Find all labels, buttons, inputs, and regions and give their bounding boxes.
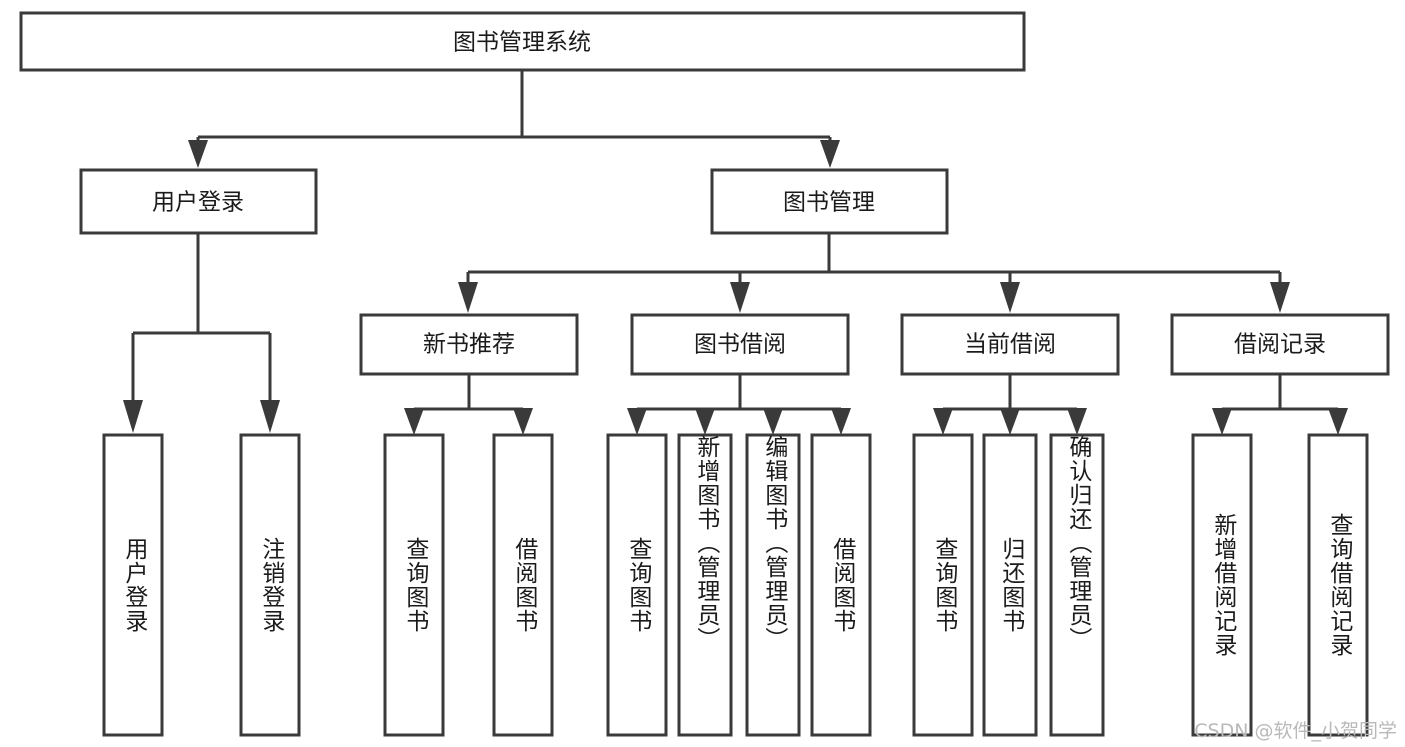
arrow-to-leaf-book-borrow-2 [695, 408, 715, 435]
leaf-box-current-borrow-1[interactable] [912, 433, 974, 737]
leaf-box-borrow-record-2[interactable] [1307, 433, 1369, 737]
leaf-box-new-book-1[interactable] [383, 433, 445, 737]
root-label: 图书管理系统 [453, 30, 591, 56]
arrow-to-leaf-book-borrow-1 [627, 408, 647, 435]
new-book-recommend-label: 新书推荐 [423, 332, 515, 358]
arrow-to-leaf-book-borrow-4 [831, 408, 851, 435]
arrow-to-leaf-borrow-record-1 [1212, 408, 1232, 435]
arrow-to-user-login [188, 140, 208, 168]
leaf-box-book-borrow-3[interactable] [745, 433, 801, 737]
node-borrow-record[interactable]: 借阅记录 [1170, 313, 1390, 376]
leaf-box-current-borrow-2[interactable] [982, 433, 1038, 737]
arrow-to-book-borrow [730, 282, 750, 313]
node-new-book-recommend[interactable]: 新书推荐 [359, 313, 579, 376]
arrow-to-leaf-book-borrow-3 [763, 408, 783, 435]
arrow-to-borrow-record [1270, 282, 1290, 313]
leaf-box-borrow-record-1[interactable] [1191, 433, 1253, 737]
leaf-box-book-borrow-4[interactable] [810, 433, 872, 737]
current-borrow-label: 当前借阅 [964, 332, 1056, 358]
user-login-label: 用户登录 [152, 190, 244, 216]
arrow-to-leaf-user-login-2 [260, 400, 280, 433]
current-borrow-box[interactable] [900, 313, 1120, 376]
node-root[interactable]: 图书管理系统 [19, 11, 1026, 72]
leaf-box-book-borrow-1[interactable] [606, 433, 668, 737]
leaf-box-current-borrow-3[interactable] [1049, 433, 1105, 737]
arrow-to-leaf-current-borrow-1 [933, 408, 953, 435]
arrow-to-leaf-new-book-1 [404, 408, 424, 435]
arrow-to-leaf-user-login-1 [123, 400, 143, 433]
arrow-to-leaf-new-book-2 [513, 408, 533, 435]
new-book-recommend-box[interactable] [359, 313, 579, 376]
book-borrow-label: 图书借阅 [694, 332, 786, 358]
arrow-to-leaf-current-borrow-3 [1067, 408, 1087, 435]
arrow-to-new-book-recommend [458, 282, 478, 313]
arrow-to-leaf-current-borrow-2 [1000, 408, 1020, 435]
node-book-borrow[interactable]: 图书借阅 [630, 313, 850, 376]
node-current-borrow[interactable]: 当前借阅 [900, 313, 1120, 376]
leaf-box-user-login-2[interactable] [239, 433, 301, 737]
leaf-box-book-borrow-2[interactable] [677, 433, 733, 737]
arrow-to-leaf-borrow-record-2 [1328, 408, 1348, 435]
arrow-to-book-mgmt [820, 140, 840, 168]
arrow-to-current-borrow [1000, 282, 1020, 313]
borrow-record-box[interactable] [1170, 313, 1390, 376]
borrow-record-label: 借阅记录 [1234, 332, 1326, 358]
leaf-box-user-login-1[interactable] [102, 433, 164, 737]
node-book-management[interactable]: 图书管理 [710, 168, 949, 235]
book-management-label: 图书管理 [783, 190, 875, 216]
node-user-login[interactable]: 用户登录 [79, 168, 318, 235]
book-borrow-box[interactable] [630, 313, 850, 376]
root-box[interactable] [19, 11, 1026, 72]
leaf-box-new-book-2[interactable] [492, 433, 554, 737]
book-management-box[interactable] [710, 168, 949, 235]
